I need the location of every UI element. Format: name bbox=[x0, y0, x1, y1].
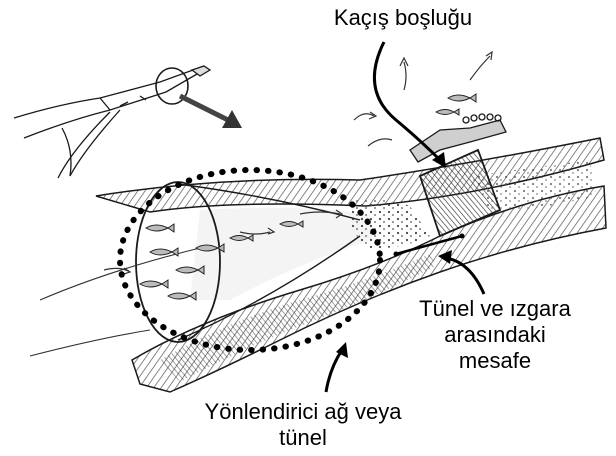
escape-opening bbox=[410, 120, 506, 162]
escaping-fish bbox=[436, 94, 476, 115]
distance-label-line-3: mesafe bbox=[383, 348, 607, 374]
distance-label-line-1: Tünel ve ızgara bbox=[383, 296, 607, 322]
overview-trawl-sketch bbox=[14, 66, 210, 178]
guide-label-line-2: tünel bbox=[178, 425, 428, 451]
zoom-arrow bbox=[180, 96, 242, 128]
distance-label-line-2: arasındaki bbox=[383, 322, 607, 348]
tunnel-label-arrow bbox=[326, 342, 348, 392]
guide-label-line-1: Yönlendirici ağ veya bbox=[178, 399, 428, 425]
tunnel-grid-distance-label: Tünel ve ızgara arasındaki mesafe bbox=[383, 296, 607, 374]
escape-opening-label: Kaçış boşluğu bbox=[318, 5, 488, 31]
guide-net-label: Yönlendirici ağ veya tünel bbox=[178, 399, 428, 451]
